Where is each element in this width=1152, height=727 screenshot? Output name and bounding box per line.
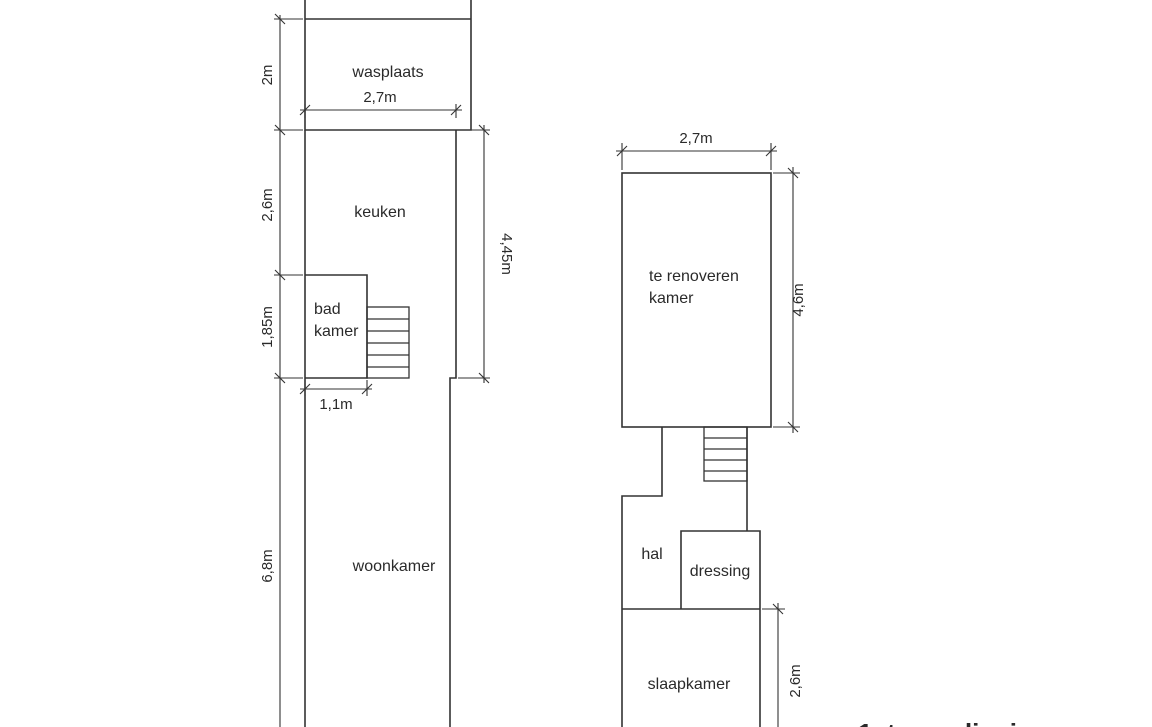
badkamer-width-dimension-line — [299, 380, 373, 396]
floor-caption: 1ste verdieping — [858, 718, 1049, 727]
badkamer-label-line1: bad — [314, 301, 341, 318]
keuken-height-label: 2,6m — [259, 188, 276, 221]
badkamer-width-label: 1,1m — [319, 396, 352, 413]
kamer-width-label: 2,7m — [679, 130, 712, 147]
hal-walls — [621, 427, 663, 727]
wasplaats-width-label: 2,7m — [363, 89, 396, 106]
hal-label: hal — [641, 546, 662, 563]
ground-floor: wasplaats keuken bad kamer woonkamer 2m … — [259, 0, 515, 727]
keuken-label: keuken — [354, 204, 406, 221]
slaapkamer-height-label: 2,6m — [787, 664, 804, 697]
woonkamer-label: woonkamer — [352, 558, 436, 575]
badkamer-label-line2: kamer — [314, 323, 359, 340]
first-floor: te renoveren kamer hal dressing slaapkam… — [616, 130, 807, 727]
keuken-side-label: 4,45m — [498, 233, 515, 275]
dressing-walls — [680, 530, 761, 727]
slaapkamer-label: slaapkamer — [648, 676, 731, 693]
keuken-side-dimension-line — [458, 124, 490, 384]
wasplaats-height-label: 2m — [259, 65, 276, 86]
ground-left-dimension-line — [274, 13, 303, 727]
keuken-right-wall — [449, 130, 457, 727]
renoveren-kamer-label-line2: kamer — [649, 290, 694, 307]
wasplaats-walls — [304, 0, 472, 131]
renoveren-kamer-walls — [621, 172, 772, 428]
ground-floor-stairs — [366, 306, 410, 379]
badkamer-height-label: 1,85m — [259, 306, 276, 348]
kamer-width-dimension-line — [616, 143, 777, 170]
wasplaats-label: wasplaats — [351, 64, 423, 81]
kamer-height-dimension-line — [773, 167, 800, 433]
wasplaats-width-dimension-line — [299, 104, 462, 118]
dressing-label: dressing — [690, 563, 750, 580]
slaapkamer-height-dimension-line — [762, 603, 785, 727]
woonkamer-height-label: 6,8m — [259, 549, 276, 582]
renoveren-kamer-label-line1: te renoveren — [649, 268, 739, 285]
kamer-height-label: 4,6m — [790, 283, 807, 316]
first-floor-stairs — [703, 426, 748, 482]
